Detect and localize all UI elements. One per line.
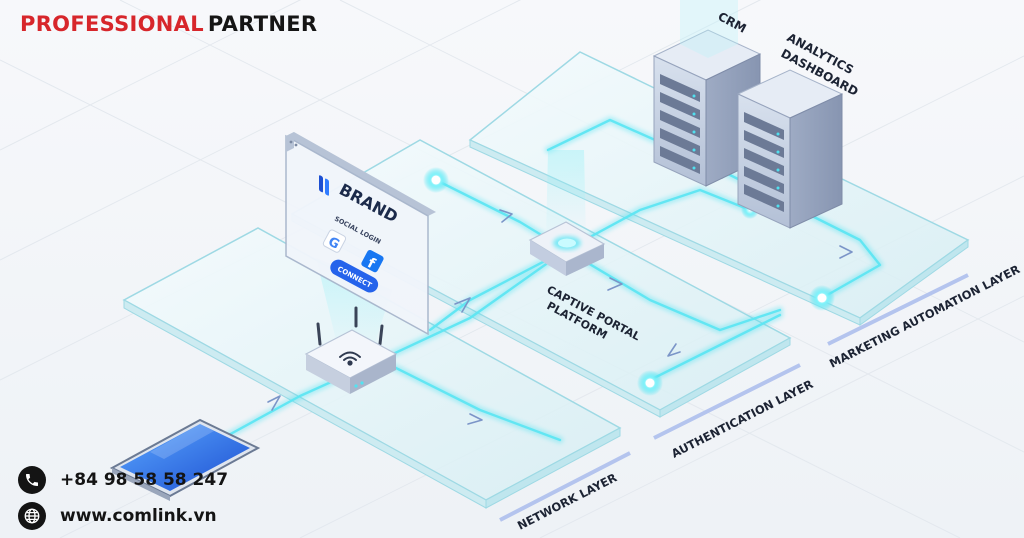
smartphone [109, 418, 261, 501]
portal-device-beam [546, 150, 586, 240]
contact-phone[interactable]: +84 98 58 58 247 [18, 466, 228, 494]
title-word-professional: PROFESSIONAL [20, 12, 204, 36]
contact-phone-text: +84 98 58 58 247 [60, 470, 229, 490]
phone-icon [18, 466, 46, 494]
contact-website-text: www.comlink.vn [60, 506, 217, 526]
google-button[interactable]: G [322, 229, 347, 254]
captive-portal-device [528, 221, 606, 276]
captive-portal-login-screen: BRAND SOCIAL LOGIN G f CONNECT [285, 132, 436, 336]
brand-logo-icon [319, 175, 329, 196]
connection-nodes [423, 167, 835, 396]
globe-icon [18, 502, 46, 530]
server-analytics [736, 69, 844, 229]
title-word-partner: PARTNER [207, 12, 318, 36]
wifi-router [304, 306, 398, 394]
wifi-icon [339, 351, 361, 366]
contact-website[interactable]: www.comlink.vn [18, 502, 217, 530]
facebook-button[interactable]: f [359, 249, 384, 275]
